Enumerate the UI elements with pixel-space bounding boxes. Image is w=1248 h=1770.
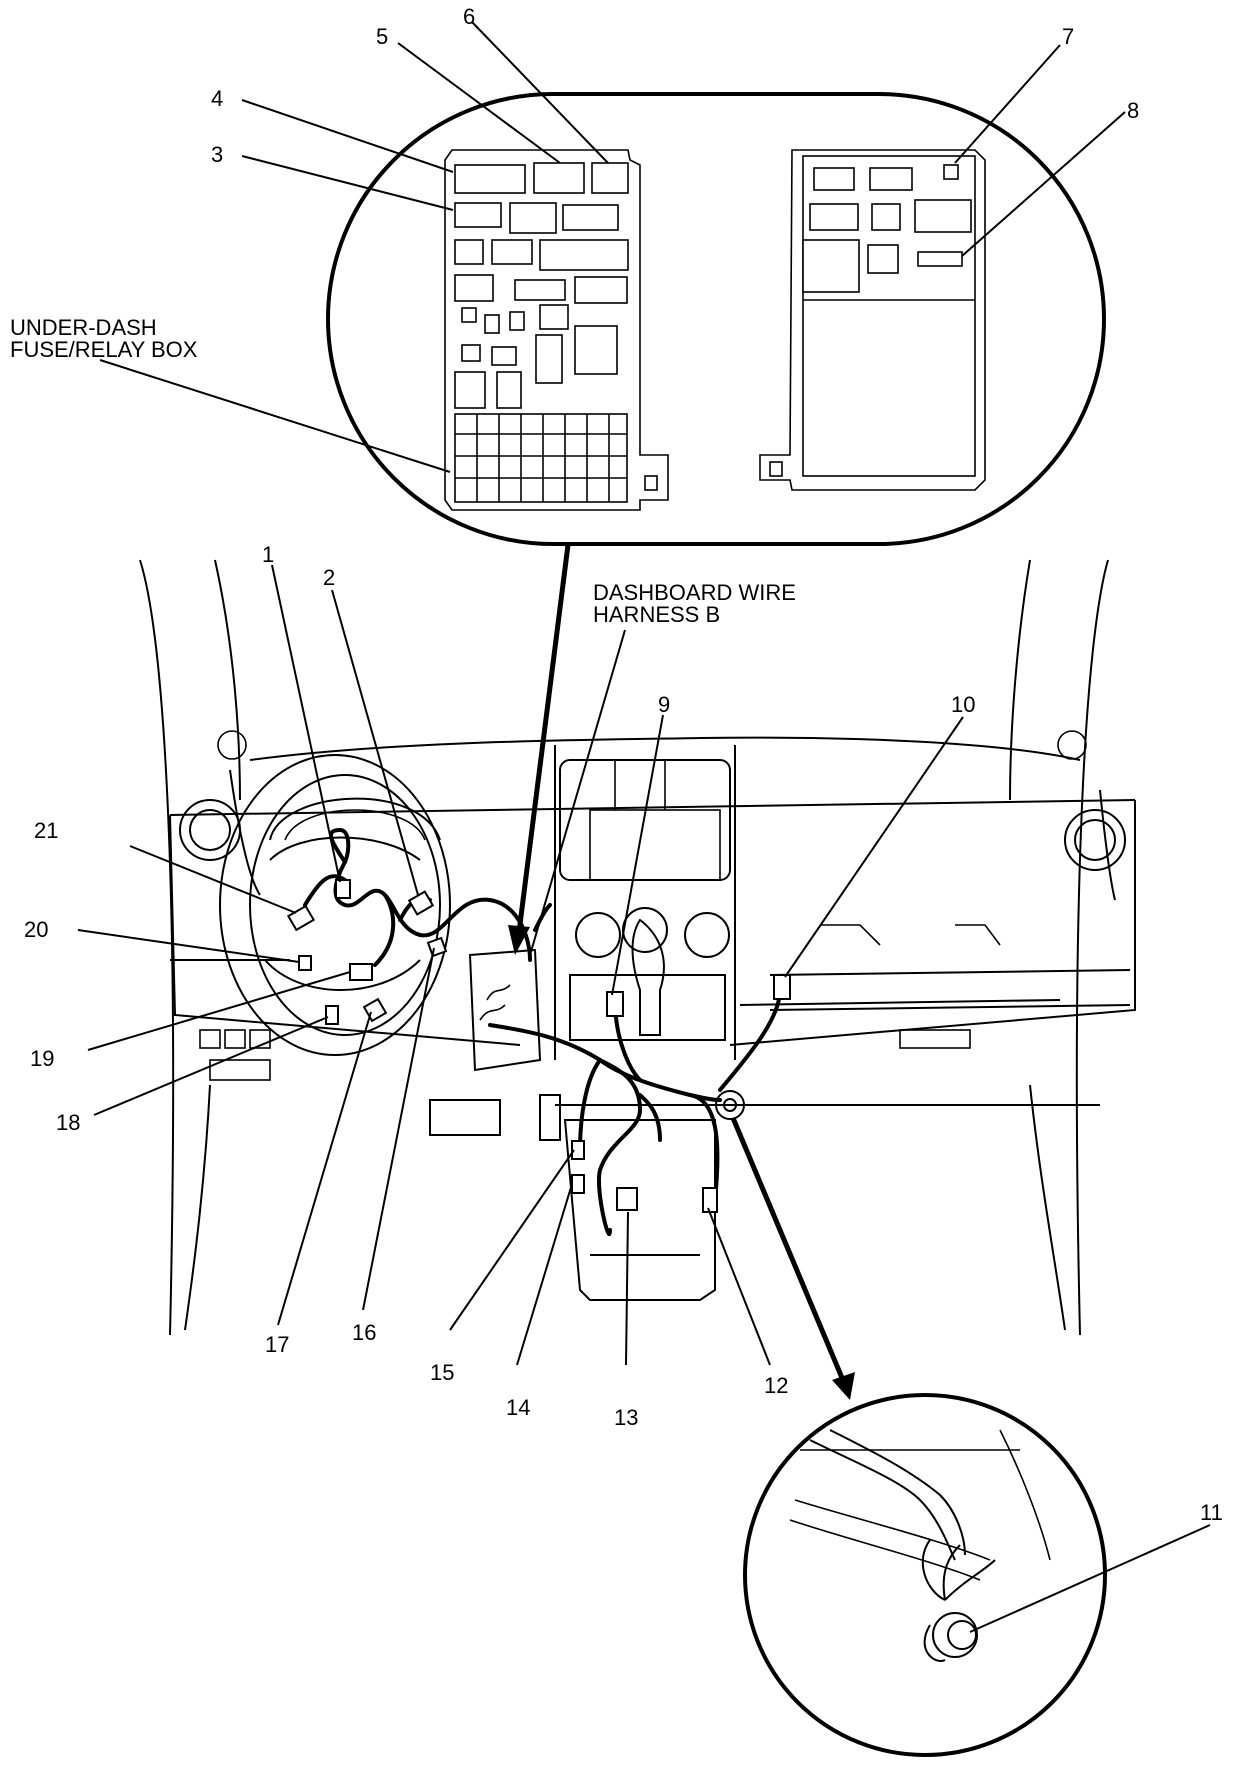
- dashboard-outline: [139, 559, 1136, 1336]
- fuse-box-label-line2: FUSE/RELAY BOX: [10, 337, 198, 362]
- callout-10: 10: [951, 692, 975, 717]
- connector-1: [335, 879, 351, 899]
- callout-12: 12: [764, 1373, 788, 1398]
- fuse-box-detail: [326, 92, 1106, 546]
- callout-19: 19: [30, 1046, 54, 1071]
- fuse-grid: [454, 413, 628, 503]
- connector-10: [773, 974, 791, 1000]
- callout-14: 14: [506, 1395, 530, 1420]
- fuse-box-rear: [759, 149, 986, 491]
- ground-detail: [743, 1393, 1107, 1757]
- callout-18: 18: [56, 1110, 80, 1135]
- connector-19: [349, 963, 373, 981]
- connector-2: [407, 890, 435, 916]
- harness-label-line2: HARNESS B: [593, 602, 720, 627]
- callout-9: 9: [658, 692, 670, 717]
- connector-13: [616, 1187, 638, 1211]
- connector-14: [571, 1174, 585, 1194]
- callout-7: 7: [1062, 24, 1074, 49]
- connector-17: [362, 997, 388, 1023]
- callout-15: 15: [430, 1360, 454, 1385]
- callout-20: 20: [24, 917, 48, 942]
- callout-4: 4: [211, 86, 223, 111]
- callout-13: 13: [614, 1405, 638, 1430]
- connector-15: [571, 1140, 585, 1160]
- callout-3: 3: [211, 142, 223, 167]
- connectors: [286, 879, 791, 1213]
- callout-1: 1: [262, 542, 274, 567]
- fuse-box-front: [444, 149, 669, 511]
- callout-17: 17: [265, 1332, 289, 1357]
- callout-16: 16: [352, 1320, 376, 1345]
- connector-20: [298, 955, 312, 971]
- connector-18: [325, 1005, 339, 1025]
- leader-lines: [77, 21, 1211, 1633]
- callout-5: 5: [376, 24, 388, 49]
- connector-21: [286, 904, 316, 932]
- connector-12: [702, 1187, 718, 1213]
- dashboard-wire-harness-b: [303, 827, 1100, 1236]
- connector-9: [606, 991, 624, 1017]
- text-labels: UNDER-DASH FUSE/RELAY BOX DASHBOARD WIRE…: [10, 4, 1223, 1525]
- harness-label-line1: DASHBOARD WIRE: [593, 580, 796, 605]
- callout-11: 11: [1200, 1500, 1223, 1525]
- callout-21: 21: [34, 818, 58, 843]
- callout-6: 6: [463, 4, 475, 29]
- callout-2: 2: [323, 565, 335, 590]
- callout-8: 8: [1127, 98, 1139, 123]
- under-dash-fuse-box: [468, 948, 542, 1072]
- fuse-box-label-line1: UNDER-DASH: [10, 315, 157, 340]
